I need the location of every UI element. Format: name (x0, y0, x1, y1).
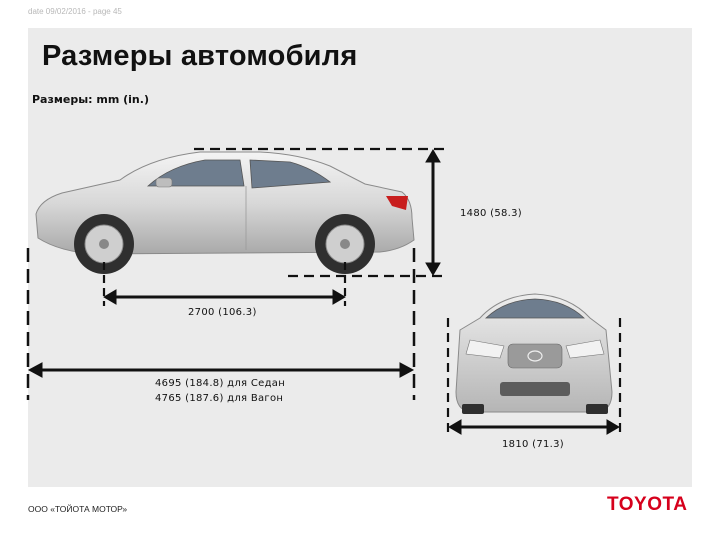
length-wagon-label: 4765 (187.6) для Вагон (155, 393, 284, 404)
wheelbase-dimension-lines (102, 262, 347, 306)
height-label: 1480 (58.3) (460, 208, 522, 219)
length-sedan-label: 4695 (184.8) для Седан (155, 378, 286, 389)
height-dimension-lines (194, 147, 448, 278)
width-dimension-lines (446, 318, 622, 435)
car-front-view-image (455, 293, 613, 414)
units-subtitle: Размеры: mm (in.) (32, 93, 149, 106)
length-dimension-lines (26, 248, 416, 400)
page-title: Размеры автомобиля (42, 40, 358, 72)
page-header: date 09/02/2016 - page 45 (28, 7, 122, 16)
footer-company-name: ООО «ТОЙОТА МОТОР» (28, 504, 128, 514)
wheelbase-label: 2700 (106.3) (188, 307, 257, 318)
toyota-logo: TOYOTA (607, 494, 688, 515)
car-side-view-image (35, 151, 415, 274)
width-label: 1810 (71.3) (502, 439, 564, 450)
